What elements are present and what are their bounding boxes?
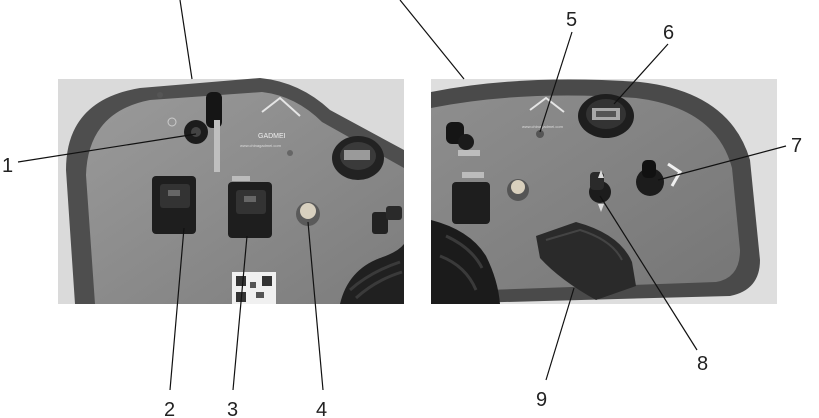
callout-4: 4	[316, 399, 327, 418]
leader-line-5	[539, 31, 573, 133]
qr-code-icon	[232, 272, 276, 304]
callout-9: 9	[536, 389, 547, 411]
brand-logo: GADMEI www.chinagadmei.com	[240, 96, 301, 148]
callout-2: 2	[164, 399, 175, 418]
hose-right	[431, 220, 500, 304]
website-text: www.chinagadmei.com	[522, 124, 564, 129]
key-icon	[206, 92, 222, 128]
indicator-lamp-right	[507, 179, 529, 201]
leader-line-6	[613, 43, 669, 105]
screw-icon	[287, 150, 293, 156]
leader-line-top-right	[399, 0, 465, 80]
leader-line-4	[307, 221, 324, 391]
brand-logo-right: www.chinagadmei.com	[522, 96, 565, 129]
rocker-switch-2	[152, 176, 196, 234]
leader-line-top-left	[179, 0, 193, 80]
indicator-lamp-4	[296, 202, 320, 226]
leader-line-9	[545, 287, 575, 381]
callout-5: 5	[566, 9, 577, 31]
leader-lines	[17, 0, 787, 391]
callout-1: 1	[2, 155, 13, 177]
brand-text: GADMEI	[258, 133, 286, 140]
leader-line-7	[657, 145, 787, 181]
callout-3: 3	[227, 399, 238, 418]
power-symbol-icon	[167, 117, 177, 127]
arrow-down-icon	[598, 204, 604, 212]
direction-toggle-8	[589, 170, 611, 212]
rocker-switch-3	[228, 176, 272, 238]
screw-icon	[157, 92, 163, 98]
toggle-lever	[372, 206, 402, 234]
rocker-switch-right	[452, 172, 490, 224]
callout-7: 7	[791, 135, 802, 157]
leader-line-3	[232, 235, 248, 391]
right-panel-face	[431, 95, 740, 293]
key-switch-right	[446, 122, 480, 156]
hose	[340, 244, 404, 304]
right-photo: www.chinagadmei.com	[431, 79, 777, 305]
callout-6: 6	[663, 22, 674, 44]
speed-knob-7	[636, 160, 682, 196]
website-text: www.chinagadmei.com	[240, 143, 282, 148]
hour-meter-6	[578, 94, 634, 138]
left-photo: GADMEI www.chinagadmei.com	[58, 78, 404, 304]
leader-line-8	[599, 195, 698, 351]
drive-lever	[536, 222, 636, 300]
leader-line-1	[17, 133, 197, 163]
callout-labels: 1 2 3 4 5 6 7 8 9	[2, 9, 802, 418]
key-switch	[167, 92, 222, 172]
hour-meter	[332, 136, 384, 180]
arrow-up-icon	[598, 170, 604, 178]
callout-8: 8	[697, 353, 708, 375]
screw-5-icon	[536, 130, 544, 138]
leader-line-2	[169, 227, 185, 391]
